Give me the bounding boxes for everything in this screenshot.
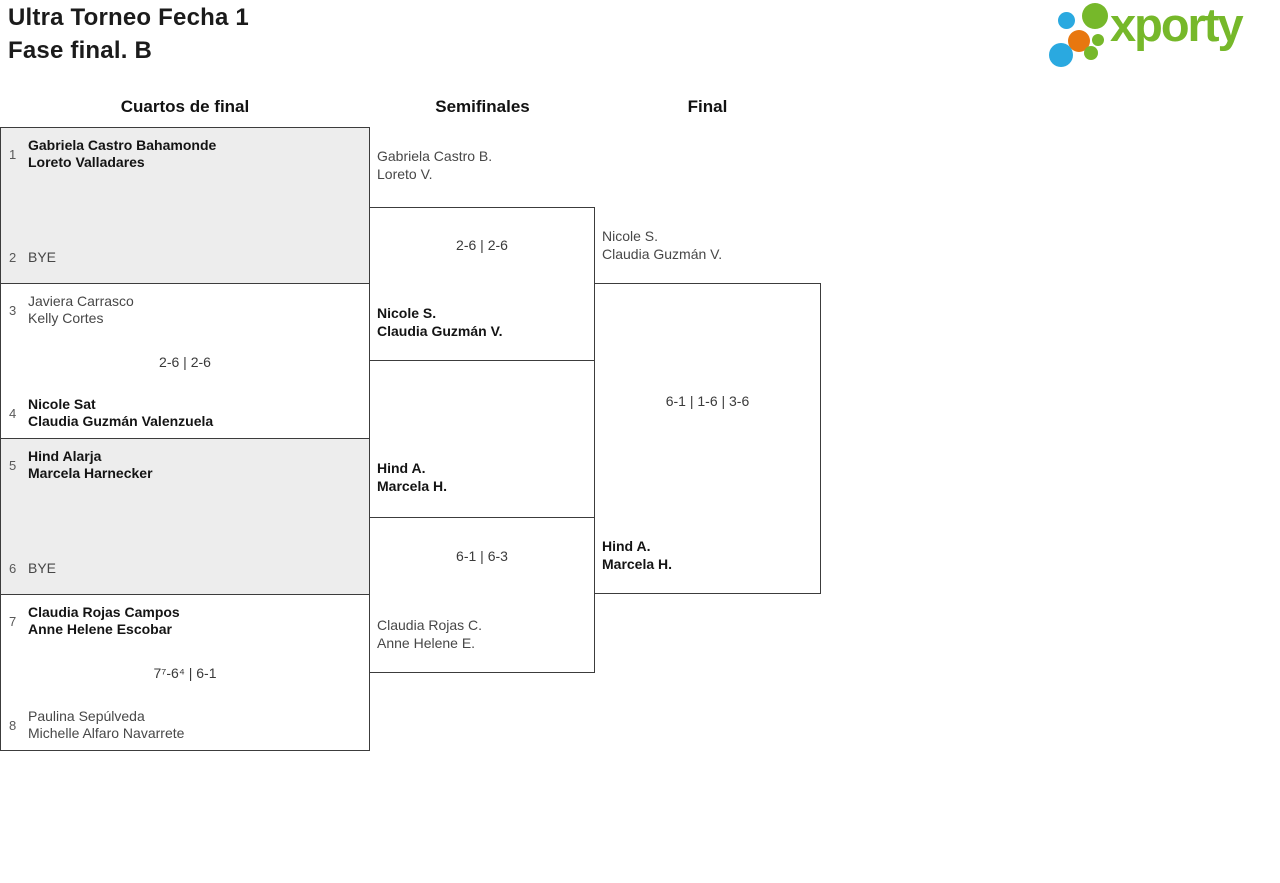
- match-score: 6-1 | 1-6 | 3-6: [665, 393, 750, 409]
- team-member-2: Claudia Guzmán Valenzuela: [28, 413, 214, 429]
- qf4-participant-bottom: 8 Paulina Sepúlveda Michelle Alfaro Nava…: [9, 708, 363, 742]
- sf2-participant-bottom: Claudia Rojas C. Anne Helene E.: [377, 616, 482, 652]
- team-member-1: Claudia Rojas Campos: [28, 604, 180, 620]
- seed-number: 4: [9, 405, 17, 421]
- seed-number: 3: [9, 302, 17, 318]
- seed-number: 5: [9, 457, 17, 473]
- seed-number: 6: [9, 561, 17, 576]
- qf4-participant-top: 7 Claudia Rojas Campos Anne Helene Escob…: [9, 604, 363, 638]
- logo-dot-blue-small: [1058, 12, 1075, 29]
- team-member-1: Claudia Rojas C.: [377, 617, 483, 633]
- qf-match-1: 1 Gabriela Castro Bahamonde Loreto Valla…: [0, 127, 370, 284]
- tournament-title-line2: Fase final. B: [8, 37, 152, 64]
- match-score: 6-1 | 6-3: [456, 548, 508, 564]
- logo-dot-green-small-2: [1084, 46, 1098, 60]
- team-names: Claudia Rojas Campos Anne Helene Escobar: [28, 604, 180, 638]
- qf1-participant-bottom: 2 BYE: [9, 249, 363, 266]
- team-member-2: Anne Helene E.: [377, 635, 476, 651]
- team-member-1: Hind A.: [377, 460, 426, 476]
- team-member-2: Marcela H.: [602, 556, 673, 572]
- team-member-2: Anne Helene Escobar: [28, 621, 172, 637]
- bye-label: BYE: [28, 249, 57, 265]
- sf2-participant-top: Hind A. Marcela H.: [377, 459, 447, 495]
- qf2-participant-top: 3 Javiera Carrasco Kelly Cortes: [9, 293, 363, 327]
- logo-brand-text: xporty: [1110, 0, 1244, 51]
- final-match: 6-1 | 1-6 | 3-6 Hind A. Marcela H.: [594, 283, 821, 594]
- qf-match-4: 7 Claudia Rojas Campos Anne Helene Escob…: [0, 594, 370, 751]
- tournament-title-line1: Ultra Torneo Fecha 1: [8, 4, 249, 31]
- qf-match-2: 3 Javiera Carrasco Kelly Cortes 2-6 | 2-…: [0, 283, 370, 439]
- team-member-2: Michelle Alfaro Navarrete: [28, 725, 185, 741]
- team-member-1: Gabriela Castro Bahamonde: [28, 137, 217, 153]
- team-member-2: Marcela Harnecker: [28, 465, 153, 481]
- qf1-participant-top: 1 Gabriela Castro Bahamonde Loreto Valla…: [9, 137, 363, 171]
- team-names: Nicole Sat Claudia Guzmán Valenzuela: [28, 396, 213, 430]
- logo-dot-green-small-1: [1092, 34, 1104, 46]
- team-member-2: Claudia Guzmán V.: [377, 323, 503, 339]
- team-member-1: Gabriela Castro B.: [377, 148, 493, 164]
- team-member-2: Kelly Cortes: [28, 310, 104, 326]
- quarterfinals-column: 1 Gabriela Castro Bahamonde Loreto Valla…: [0, 127, 370, 751]
- seed-number: 7: [9, 613, 17, 629]
- seed-number: 8: [9, 717, 17, 733]
- qf2-participant-bottom: 4 Nicole Sat Claudia Guzmán Valenzuela: [9, 396, 363, 430]
- match-score: 7⁷-6⁴ | 6-1: [153, 665, 217, 681]
- sf1-participant-top: Gabriela Castro B. Loreto V.: [377, 147, 492, 183]
- round-header-final: Final: [687, 97, 728, 116]
- seed-number: 2: [9, 250, 17, 265]
- xporty-logo: xporty: [1048, 0, 1280, 69]
- team-names: Paulina Sepúlveda Michelle Alfaro Navarr…: [28, 708, 184, 742]
- team-member-2: Loreto Valladares: [28, 154, 145, 170]
- team-names: Hind Alarja Marcela Harnecker: [28, 448, 153, 482]
- logo-dot-blue-large: [1049, 43, 1073, 67]
- team-member-1: Nicole S.: [377, 305, 437, 321]
- qf-match-3: 5 Hind Alarja Marcela Harnecker 6 BYE: [0, 438, 370, 595]
- sf1-participant-bottom: Nicole S. Claudia Guzmán V.: [377, 304, 503, 340]
- final-participant-top: Nicole S. Claudia Guzmán V.: [602, 227, 722, 263]
- tournament-title: Ultra Torneo Fecha 1 Fase final. B: [8, 1, 249, 67]
- team-member-1: Hind A.: [602, 538, 651, 554]
- sf-match-1: 2-6 | 2-6 Nicole S. Claudia Guzmán V.: [369, 207, 595, 361]
- team-member-1: Nicole S.: [602, 228, 659, 244]
- sf-match-2: 6-1 | 6-3 Claudia Rojas C. Anne Helene E…: [369, 517, 595, 673]
- team-member-1: Nicole Sat: [28, 396, 96, 412]
- team-member-1: Hind Alarja: [28, 448, 102, 464]
- round-header-quarterfinals: Cuartos de final: [120, 97, 250, 116]
- team-names: Javiera Carrasco Kelly Cortes: [28, 293, 134, 327]
- team-member-1: Paulina Sepúlveda: [28, 708, 145, 724]
- qf3-participant-bottom: 6 BYE: [9, 560, 363, 577]
- team-member-2: Claudia Guzmán V.: [602, 246, 723, 262]
- seed-number: 1: [9, 146, 17, 162]
- team-member-2: Loreto V.: [377, 166, 433, 182]
- round-header-semifinals: Semifinales: [435, 97, 530, 116]
- team-member-2: Marcela H.: [377, 478, 448, 494]
- match-score: 2-6 | 2-6: [456, 237, 508, 253]
- logo-dot-green-large: [1082, 3, 1108, 29]
- logo-dot-orange: [1068, 30, 1090, 52]
- team-names: Gabriela Castro Bahamonde Loreto Vallada…: [28, 137, 216, 171]
- bye-label: BYE: [28, 560, 57, 576]
- qf3-participant-top: 5 Hind Alarja Marcela Harnecker: [9, 448, 363, 482]
- match-score: 2-6 | 2-6: [159, 354, 211, 370]
- team-member-1: Javiera Carrasco: [28, 293, 134, 309]
- final-participant-bottom: Hind A. Marcela H.: [602, 537, 672, 573]
